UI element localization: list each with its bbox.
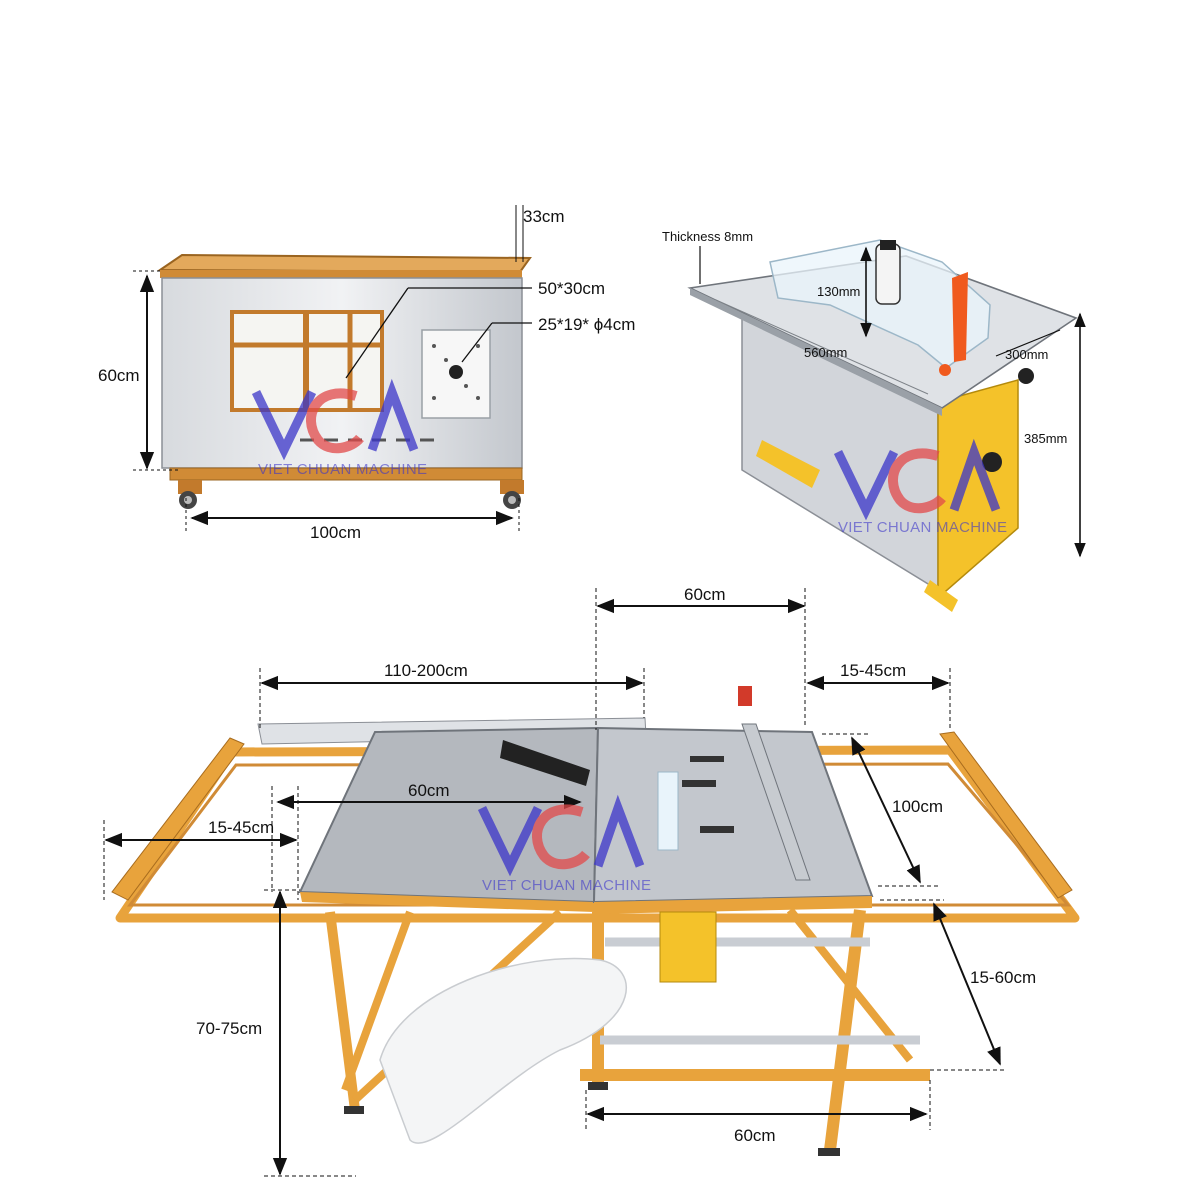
- table-dimensions: [103, 588, 1004, 1177]
- cabinet-height-label: 60cm: [98, 366, 140, 385]
- watermark-text-2: VIET CHUAN MACHINE: [838, 519, 1007, 536]
- saw-illustration: [687, 239, 1078, 612]
- cabinet-dimensions: [133, 205, 532, 534]
- saw-thickness-label: Thickness 8mm: [662, 229, 753, 244]
- cabinet-window-label: 50*30cm: [538, 279, 605, 298]
- table-depth-label: 100cm: [892, 797, 943, 816]
- watermark-logo-3: VIET CHUAN MACHINE: [477, 794, 651, 894]
- saw-dimensions: [699, 246, 1086, 558]
- table-front-ext-label: 15-60cm: [970, 968, 1036, 987]
- cabinet-width-label: 100cm: [310, 523, 361, 542]
- cabinet-plate-label: 25*19* ϕ4cm: [538, 315, 635, 334]
- table-right-ext-label: 15-45cm: [840, 661, 906, 680]
- table-left-ext-label: 15-45cm: [208, 818, 274, 837]
- saw-height-label: 385mm: [1024, 431, 1067, 446]
- watermark-logo-2: VIET CHUAN MACHINE: [833, 438, 1007, 536]
- watermark-text-1: VIET CHUAN MACHINE: [258, 461, 427, 478]
- table-top-span-label: 60cm: [684, 585, 726, 604]
- table-slide-range-label: 110-200cm: [384, 661, 468, 680]
- watermark-logo-1: VIET CHUAN MACHINE: [251, 378, 427, 478]
- saw-guard-height-label: 130mm: [817, 284, 860, 299]
- folding-table-illustration: [111, 686, 1080, 1156]
- table-height-label: 70-75cm: [196, 1019, 262, 1038]
- saw-table-width-label: 300mm: [1005, 347, 1048, 362]
- saw-table-length-label: 560mm: [804, 345, 847, 360]
- cabinet-top-depth-label: 33cm: [523, 207, 565, 226]
- watermark-text-3: VIET CHUAN MACHINE: [482, 877, 651, 894]
- table-bottom-width-label: 60cm: [734, 1126, 776, 1145]
- cabinet-illustration: [156, 253, 532, 509]
- table-inner-width-label: 60cm: [408, 781, 450, 800]
